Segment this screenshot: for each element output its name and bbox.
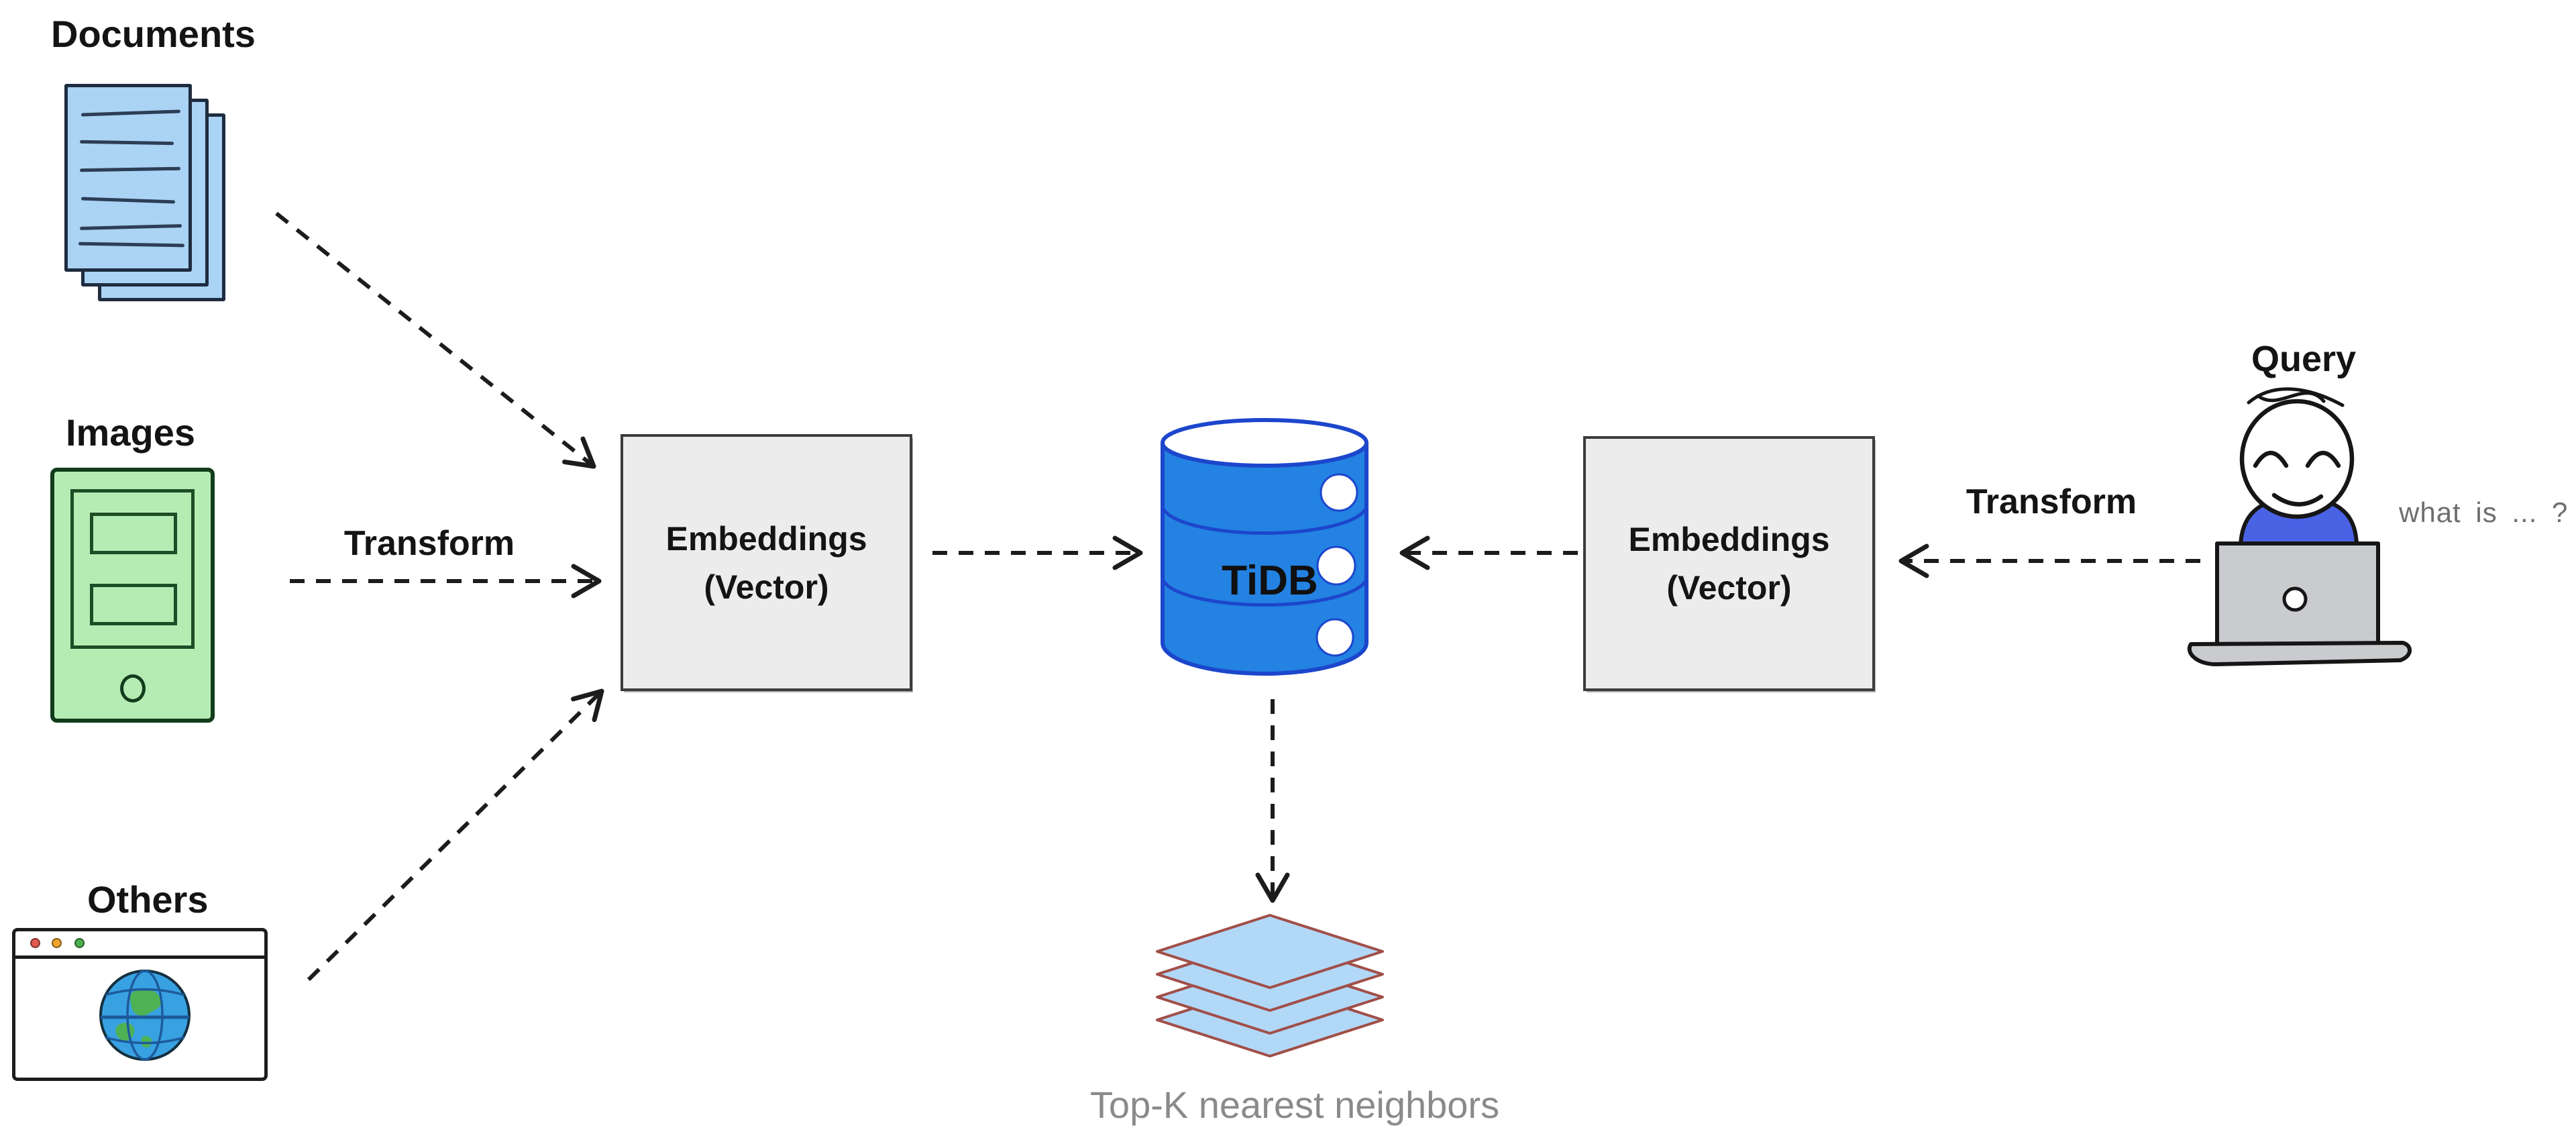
- image-placeholder: [90, 513, 177, 554]
- traffic-light-green-icon: [74, 938, 85, 948]
- others-label: Others: [87, 878, 209, 921]
- images-label: Images: [66, 411, 195, 454]
- person-at-laptop-icon: [2188, 387, 2412, 666]
- transform-label-right: Transform: [1966, 482, 2137, 521]
- document-stack-icon: [64, 84, 232, 309]
- arrow-embeddings-to-tidb: [932, 535, 1143, 570]
- documents-label: Documents: [51, 13, 256, 55]
- transform-label-left: Transform: [343, 524, 515, 563]
- arrow-others-to-embeddings: [307, 688, 604, 982]
- query-text: what is ... ?: [2399, 497, 2569, 528]
- embeddings-title: Embeddings: [665, 519, 867, 558]
- query-label: Query: [2251, 339, 2357, 379]
- continent: [130, 988, 162, 1016]
- embeddings-box-right: Embeddings (Vector): [1583, 436, 1875, 691]
- hair: [2256, 391, 2326, 403]
- smile: [2271, 493, 2324, 507]
- embeddings-box-left: Embeddings (Vector): [621, 434, 912, 691]
- eye: [2253, 450, 2289, 468]
- tidb-label: TiDB: [1222, 558, 1318, 604]
- laptop-base: [2188, 641, 2412, 666]
- globe-icon: [99, 970, 191, 1061]
- topk-label: Top-K nearest neighbors: [1089, 1084, 1500, 1126]
- phone-screen: [70, 489, 195, 649]
- laptop-logo: [2282, 586, 2308, 612]
- vector-subtitle: (Vector): [704, 568, 829, 606]
- vector-subtitle: (Vector): [1666, 569, 1792, 607]
- traffic-light-red-icon: [30, 938, 40, 948]
- browser-globe-icon: [12, 928, 268, 1081]
- arrow-query-to-embeddings: [1898, 543, 2200, 578]
- person-head: [2239, 399, 2355, 519]
- database-cylinder-icon: TiDB: [1161, 418, 1368, 676]
- embeddings-title: Embeddings: [1628, 521, 1830, 558]
- layer: [1156, 914, 1384, 989]
- arrow-right-embeddings-to-tidb: [1399, 535, 1578, 570]
- arrow-tidb-to-results: [1255, 699, 1290, 903]
- document-page: [64, 84, 192, 272]
- continent: [142, 1036, 152, 1048]
- image-placeholder: [90, 584, 177, 625]
- eye: [2305, 450, 2341, 468]
- layers-stack-icon: [1156, 914, 1384, 1057]
- arrow-documents-to-embeddings: [275, 211, 596, 469]
- arrow-images-to-embeddings: [290, 564, 602, 599]
- smartphone-icon: [50, 468, 215, 723]
- browser-titlebar: [15, 931, 264, 959]
- traffic-light-yellow-icon: [52, 938, 62, 948]
- home-button: [119, 674, 146, 703]
